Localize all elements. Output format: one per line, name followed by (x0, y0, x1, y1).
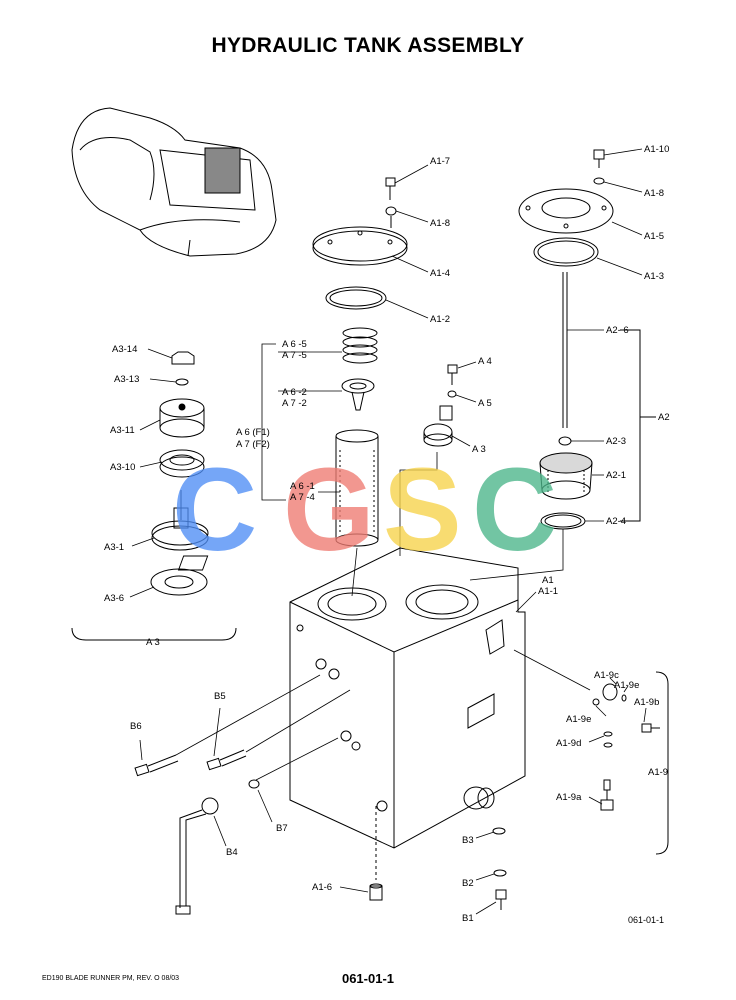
machine-inset-illustration (71, 107, 277, 257)
callout-b1: B1 (462, 913, 474, 924)
sensor-b4 (175, 797, 219, 915)
callout-b5: B5 (214, 691, 226, 702)
callout-a3-group: A 3 (146, 637, 160, 648)
callout-b4: B4 (226, 847, 238, 858)
page-title: HYDRAULIC TANK ASSEMBLY (211, 34, 525, 57)
screw-b6 (134, 754, 179, 777)
callout-a1-8-right: A1-8 (644, 188, 664, 199)
callout-a1-9e-top: A1-9e (614, 680, 639, 691)
callout-a3-10: A3-10 (110, 462, 135, 473)
spring-a6-5 (342, 327, 378, 364)
breather-a3 (423, 364, 458, 447)
callout-a1-9d: A1-9d (556, 738, 581, 749)
rod-a2-6 (562, 272, 568, 428)
o-ring-a1-3 (533, 237, 599, 267)
callout-a7-5: A 7 -5 (282, 350, 307, 361)
callout-a3-1: A3-1 (104, 542, 124, 553)
gauge-a1-9 (592, 671, 669, 855)
callout-a6-2: A 6 -2 (282, 387, 307, 398)
watermark-letter-c1: C (172, 444, 257, 576)
seal-a3-10 (159, 449, 205, 478)
callout-a1-4: A1-4 (430, 268, 450, 279)
drain-plug-a1-6 (369, 883, 383, 901)
callout-a1-2: A1-2 (430, 314, 450, 325)
callout-a3-14: A3-14 (112, 344, 137, 355)
drawing-reference-code: 061-01-1 (628, 915, 665, 925)
cover-plate-a1-4 (312, 226, 408, 266)
callout-a3-11: A3-11 (110, 425, 135, 436)
flange-a1-5 (518, 188, 614, 234)
valve-a6-2 (341, 378, 375, 411)
washer-b2 (493, 869, 507, 877)
bolt-b1 (495, 889, 507, 910)
callout-a1-9e: A1-9e (566, 714, 591, 725)
watermark-letter-g: G (283, 444, 375, 576)
callout-a3-13: A3-13 (114, 374, 139, 385)
bracket-a2 (620, 329, 656, 522)
callout-a7-4: A 7 -4 (290, 492, 315, 503)
watermark-letter-c2: C (472, 444, 557, 576)
bolt-a1-7 (385, 177, 397, 228)
bolt-a1-10 (593, 149, 605, 185)
callout-a3-6: A3-6 (104, 593, 124, 604)
callout-a4: A 4 (478, 356, 492, 367)
callout-a1-8-left: A1-8 (430, 218, 450, 229)
callout-a1-3: A1-3 (644, 271, 664, 282)
filter-element-a6-1 (335, 429, 379, 547)
a3-group-bracket (71, 627, 237, 641)
o-ring-a3-13 (175, 378, 189, 386)
housing-a3-11 (159, 398, 205, 438)
callout-a1-6: A1-6 (312, 882, 332, 893)
callout-a2-4: A2-4 (606, 516, 626, 527)
callout-a1-7: A1-7 (430, 156, 450, 167)
callout-a1-9b: A1-9b (634, 697, 659, 708)
callout-a1-9: A1-9 (648, 767, 668, 778)
callout-a3-right: A 3 (472, 444, 486, 455)
callout-a6-f1: A 6 (F1) (236, 427, 270, 438)
callout-a2-3: A2-3 (606, 436, 626, 447)
callout-a7-f2: A 7 (F2) (236, 439, 270, 450)
callout-a6-1: A 6 -1 (290, 481, 315, 492)
callout-b2: B2 (462, 878, 474, 889)
footer-page-number: 061-01-1 (341, 971, 395, 986)
callout-a2-6: A2- 6 (606, 325, 629, 336)
hydraulic-tank-body (177, 547, 526, 880)
callout-a2: A2 (658, 412, 670, 423)
screw-b5 (206, 749, 247, 771)
callout-a1-9a: A1-9a (556, 792, 582, 803)
callout-a5: A 5 (478, 398, 492, 409)
callout-a6-5: A 6 -5 (282, 339, 307, 350)
watermark-letter-s: S (383, 444, 462, 576)
washer-b7 (248, 779, 260, 789)
callout-b6: B6 (130, 721, 142, 732)
watermark-cgsc: C G S C (172, 444, 557, 576)
callout-b7: B7 (276, 823, 288, 834)
callout-a1-9c: A1-9c (594, 670, 619, 681)
callout-a1-1: A1-1 (538, 586, 558, 597)
callout-b3: B3 (462, 835, 474, 846)
o-ring-a1-2 (325, 286, 387, 310)
washer-b3 (492, 827, 506, 835)
callout-a7-2: A 7 -2 (282, 398, 307, 409)
leader-lines (129, 148, 647, 915)
callout-a1: A1 (542, 575, 554, 586)
cap-a3-14 (171, 351, 195, 365)
callout-a1-5: A1-5 (644, 231, 664, 242)
callout-a2-1: A2-1 (606, 470, 626, 481)
strainer-a3-1 (151, 490, 209, 551)
nut-a2-3 (558, 436, 572, 446)
filter-a2-1 (539, 452, 593, 500)
footer-revision-note: ED190 BLADE RUNNER PM, REV. O 08/03 (42, 975, 180, 982)
callout-a1-10: A1-10 (644, 144, 669, 155)
callout-labels: A1-7 A1-8 A1-4 A1-2 A1-10 A1-8 A1-5 A1-3… (104, 144, 670, 924)
